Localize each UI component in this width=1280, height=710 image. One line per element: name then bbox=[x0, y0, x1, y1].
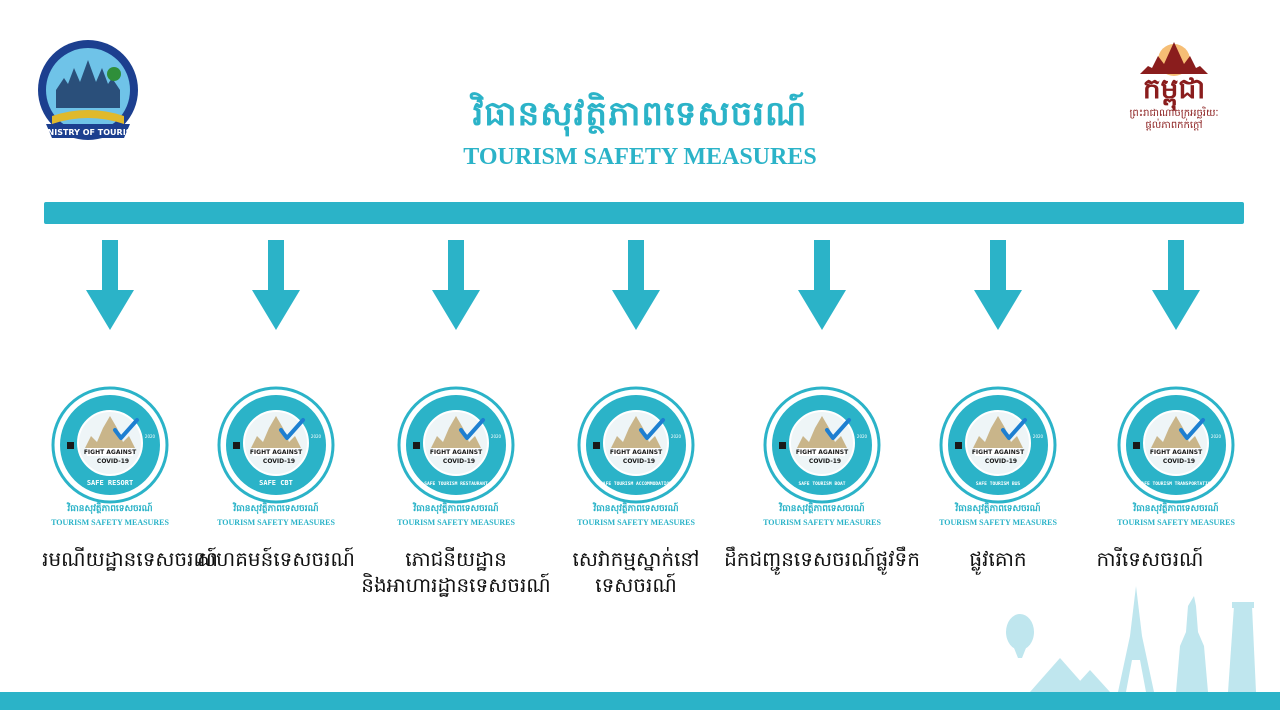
badge-type-text: SAFE RESORT bbox=[87, 479, 133, 487]
qr-code-icon bbox=[955, 442, 962, 449]
badge-covid-text: COVID-19 bbox=[97, 458, 129, 465]
landmarks-skyline-illustration bbox=[990, 576, 1280, 696]
badge-year-text: 2020 bbox=[857, 434, 868, 439]
qr-code-icon bbox=[1133, 442, 1140, 449]
badge-covid-text: COVID-19 bbox=[623, 458, 655, 465]
category-label: ភោជនីយដ្ឋាននិងអាហារដ្ឋានទេសចរណ៍ bbox=[326, 546, 586, 598]
check-icon bbox=[1179, 418, 1205, 440]
check-icon bbox=[279, 418, 305, 440]
badge-year-text: 2020 bbox=[1033, 434, 1044, 439]
badge-fight-text: FIGHT AGAINST bbox=[430, 449, 483, 456]
badge-fight-text: FIGHT AGAINST bbox=[796, 449, 849, 456]
badge-covid-text: COVID-19 bbox=[985, 458, 1017, 465]
down-arrow-icon bbox=[974, 240, 1022, 330]
badge-fight-text: FIGHT AGAINST bbox=[972, 449, 1025, 456]
qr-code-icon bbox=[413, 442, 420, 449]
kingdom-wordmark: កម្ពុជា bbox=[1142, 72, 1206, 105]
category-label: រមណីយដ្ឋានទេសចរណ៍ bbox=[42, 547, 218, 571]
category-label-line-1: សេវាកម្មស្នាក់នៅ bbox=[572, 547, 700, 571]
badge-type-text: SAFE TOURISM ACCOMMODATION bbox=[600, 481, 672, 487]
badge-year-text: 2020 bbox=[491, 434, 502, 439]
badge-type-text: SAFE TOURISM BUS bbox=[976, 481, 1020, 487]
category-label-line-2: និងអាហារដ្ឋានទេសចរណ៍ bbox=[361, 573, 551, 597]
badge-year-text: 2020 bbox=[1211, 434, 1222, 439]
down-arrow-icon bbox=[252, 240, 300, 330]
angkor-silhouette-icon bbox=[1140, 42, 1208, 76]
badge-type-text: SAFE TOURISM RESTAURANT bbox=[424, 481, 488, 487]
bottom-band bbox=[0, 692, 1280, 710]
badge-caption-khmer: វិធានសុវត្ថិភាពទេសចរណ៍ bbox=[779, 504, 865, 514]
distribution-bar bbox=[44, 202, 1244, 224]
qr-code-icon bbox=[67, 442, 74, 449]
down-arrow-icon bbox=[432, 240, 480, 330]
badge-caption-khmer: វិធានសុវត្ថិភាពទេសចរណ៍ bbox=[233, 504, 319, 514]
badge-caption-english: TOURISM SAFETY MEASURES bbox=[577, 518, 695, 527]
badge-type-text: SAFE TOURISM BOAT bbox=[798, 481, 845, 487]
category-label: សេវាកម្មស្នាក់នៅទេសចរណ៍ bbox=[506, 546, 766, 598]
down-arrow-icon bbox=[798, 240, 846, 330]
badge-fight-text: FIGHT AGAINST bbox=[84, 449, 137, 456]
qr-code-icon bbox=[233, 442, 240, 449]
category-label: សហគមន៍ទេសចរណ៍ bbox=[197, 547, 355, 571]
check-icon bbox=[113, 418, 139, 440]
kingdom-tagline-1: ព្រះរាជាណាចក្រអច្ឆរិយៈ bbox=[1129, 108, 1219, 119]
down-arrow-icon bbox=[1152, 240, 1200, 330]
ministry-of-tourism-logo: MINISTRY OF TOURISM bbox=[36, 38, 140, 142]
badge-covid-text: COVID-19 bbox=[443, 458, 475, 465]
badge-year-text: 2020 bbox=[145, 434, 156, 439]
category-label: ការីទេសចរណ៍ bbox=[1096, 547, 1204, 571]
badge-caption-english: TOURISM SAFETY MEASURES bbox=[1117, 518, 1235, 527]
badge-caption-khmer: វិធានសុវត្ថិភាពទេសចរណ៍ bbox=[67, 504, 153, 514]
kingdom-of-wonder-logo: កម្ពុជា ព្រះរាជាណាចក្រអច្ឆរិយៈ ផ្តល់ភាពក… bbox=[1104, 38, 1244, 148]
badge-covid-text: COVID-19 bbox=[263, 458, 295, 465]
down-arrow-icon bbox=[86, 240, 134, 330]
check-icon bbox=[639, 418, 665, 440]
badge-type-text: SAFE TOURISM TRANSPORTATION bbox=[1139, 481, 1214, 487]
title-khmer: វិធានសុវត្ថិភាពទេសចរណ៍ bbox=[472, 94, 808, 134]
badge-caption-english: TOURISM SAFETY MEASURES bbox=[397, 518, 515, 527]
badge-fight-text: FIGHT AGAINST bbox=[1150, 449, 1203, 456]
ministry-logo-text: MINISTRY OF TOURISM bbox=[37, 128, 140, 137]
badge-caption-english: TOURISM SAFETY MEASURES bbox=[939, 518, 1057, 527]
badge-caption-english: TOURISM SAFETY MEASURES bbox=[217, 518, 335, 527]
badge-caption-khmer: វិធានសុវត្ថិភាពទេសចរណ៍ bbox=[1133, 504, 1219, 514]
category-label-line-1: ភោជនីយដ្ឋាន bbox=[405, 547, 507, 571]
badge-year-text: 2020 bbox=[671, 434, 682, 439]
check-icon bbox=[1001, 418, 1027, 440]
check-icon bbox=[459, 418, 485, 440]
title-english: TOURISM SAFETY MEASURES bbox=[463, 144, 817, 170]
qr-code-icon bbox=[593, 442, 600, 449]
badge-covid-text: COVID-19 bbox=[809, 458, 841, 465]
category-label: ផ្លូវគោក bbox=[969, 547, 1027, 571]
down-arrow-icon bbox=[612, 240, 660, 330]
check-icon bbox=[825, 418, 851, 440]
badge-fight-text: FIGHT AGAINST bbox=[610, 449, 663, 456]
badge-covid-text: COVID-19 bbox=[1163, 458, 1195, 465]
badge-caption-english: TOURISM SAFETY MEASURES bbox=[51, 518, 169, 527]
kingdom-tagline-2: ផ្តល់ភាពកក់ក្តៅ bbox=[1145, 120, 1203, 131]
badge-caption-english: TOURISM SAFETY MEASURES bbox=[763, 518, 881, 527]
category-label-line-2: ទេសចរណ៍ bbox=[595, 573, 677, 597]
badge-caption-khmer: វិធានសុវត្ថិភាពទេសចរណ៍ bbox=[413, 504, 499, 514]
badge-year-text: 2020 bbox=[311, 434, 322, 439]
qr-code-icon bbox=[779, 442, 786, 449]
badge-type-text: SAFE CBT bbox=[259, 479, 293, 487]
badge-caption-khmer: វិធានសុវត្ថិភាពទេសចរណ៍ bbox=[593, 504, 679, 514]
badge-fight-text: FIGHT AGAINST bbox=[250, 449, 303, 456]
badge-caption-khmer: វិធានសុវត្ថិភាពទេសចរណ៍ bbox=[955, 504, 1041, 514]
category-label: ដឹកជញ្ជូនទេសចរណ៍ផ្លូវទឹក bbox=[724, 547, 920, 571]
